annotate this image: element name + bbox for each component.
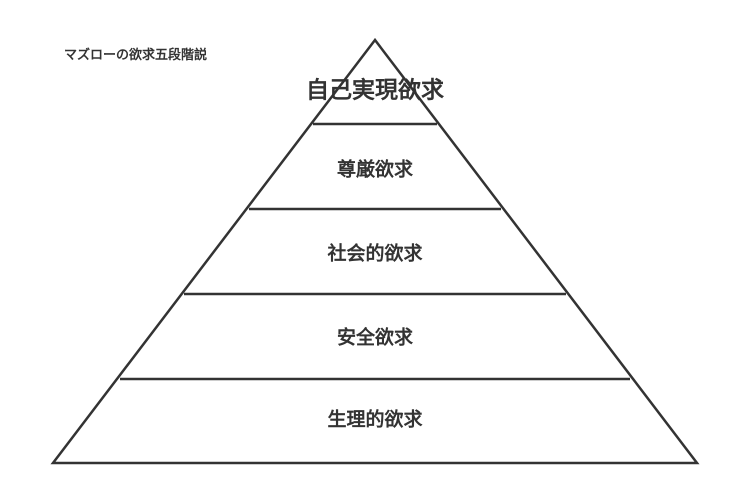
level-label-safety: 安全欲求 (337, 326, 414, 349)
pyramid-outline (50, 37, 700, 465)
level-label-esteem: 尊厳欲求 (337, 158, 414, 181)
page-title: マズローの欲求五段階説 (64, 48, 208, 63)
level-label-social: 社会的欲求 (326, 242, 423, 265)
level-label-physiological: 生理的欲求 (327, 408, 423, 431)
level-label-self-actualization: 自己実現欲求 (306, 77, 444, 104)
